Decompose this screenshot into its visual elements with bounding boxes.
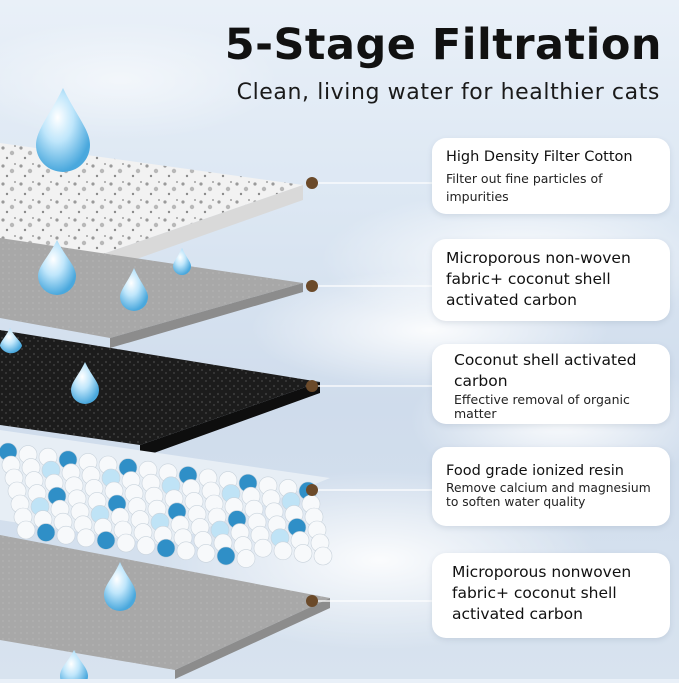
connectors xyxy=(306,177,432,607)
stage-card-1: High Density Filter Cotton Filter out fi… xyxy=(432,138,670,214)
stage-card-4: Food grade ionized resin Remove calcium … xyxy=(432,447,670,526)
stage-description: Effective removal of organic matter xyxy=(454,392,630,421)
stage-description: Remove calcium and magnesium to soften w… xyxy=(446,481,651,509)
stage-description: Filter out fine particles of impurities xyxy=(446,171,603,204)
water-drops xyxy=(0,88,191,679)
stage-card-2: Microporous non-woven fabric+ coconut sh… xyxy=(432,239,670,321)
stage-name: Food grade ionized resin xyxy=(446,463,624,479)
stage-name: Coconut shell activated carbon xyxy=(454,351,637,390)
stage-name: Microporous nonwoven fabric+ coconut she… xyxy=(452,563,632,623)
layer-carbon xyxy=(0,330,320,458)
layer-nonwoven-2 xyxy=(0,535,330,679)
page-subtitle: Clean, living water for healthier cats xyxy=(236,80,660,105)
layer-nonwoven-1 xyxy=(0,238,303,348)
page-title: 5-Stage Filtration xyxy=(224,20,662,70)
stage-name: Microporous non-woven fabric+ coconut sh… xyxy=(446,249,631,309)
stage-card-5: Microporous nonwoven fabric+ coconut she… xyxy=(432,553,670,638)
stage-card-3: Coconut shell activated carbon Effective… xyxy=(432,344,670,424)
layer-resin xyxy=(0,430,333,568)
stage-name: High Density Filter Cotton xyxy=(446,149,633,165)
